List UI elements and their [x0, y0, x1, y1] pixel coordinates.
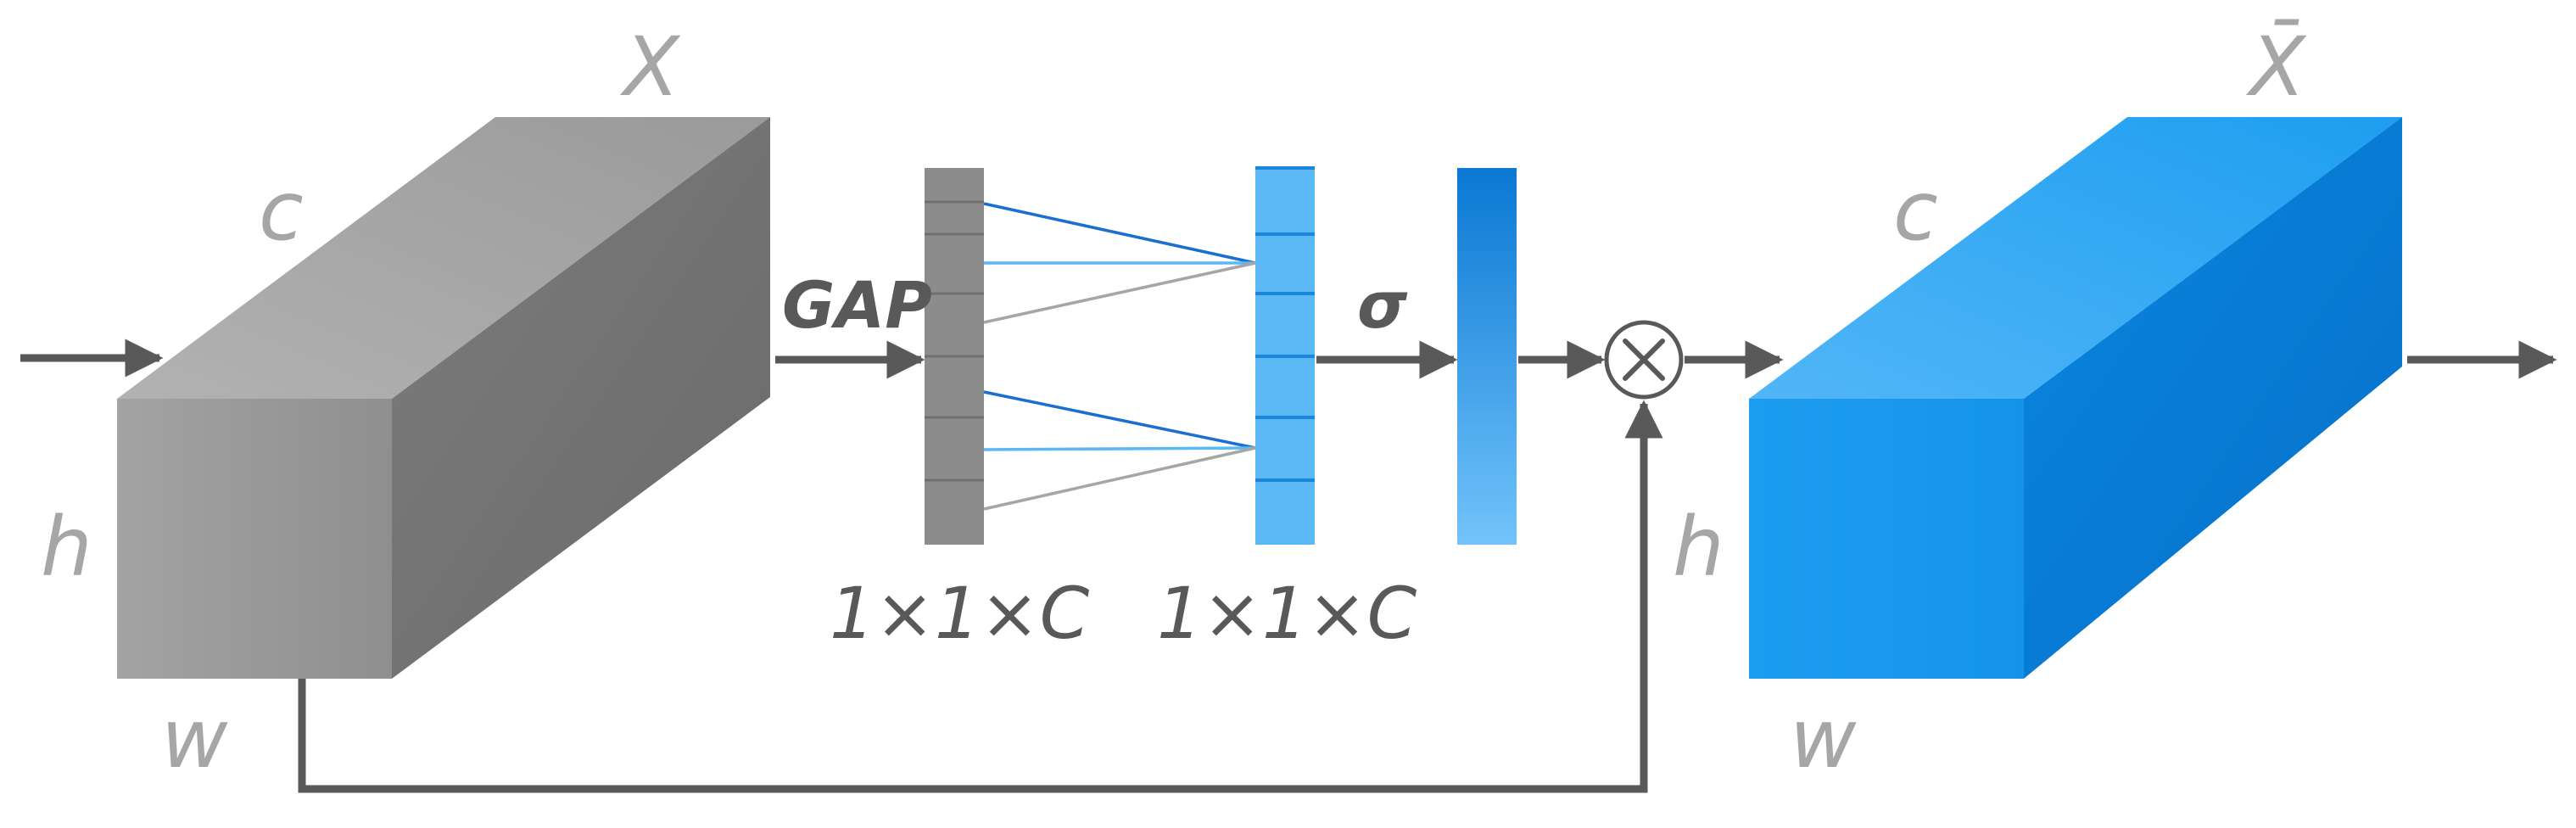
input-height-label: h	[41, 500, 92, 595]
pooled-size-label: 1×1×C	[830, 572, 1090, 655]
output-width-label: w	[1790, 691, 1857, 786]
input-block-top-face	[117, 117, 770, 399]
gap-label: GAP	[782, 267, 932, 343]
input-channel-label: c	[259, 164, 304, 259]
flow-arrows	[20, 338, 2557, 793]
excited-vector	[1255, 166, 1315, 545]
input-width-label: w	[161, 691, 228, 786]
output-feature-block	[1749, 117, 2402, 679]
output-block-side-face	[2024, 117, 2402, 679]
output-height-label: h	[1673, 500, 1724, 595]
output-block-label: X̄	[2245, 20, 2307, 115]
output-channel-label: c	[1893, 164, 1938, 259]
input-block-front-face	[117, 399, 392, 679]
input-block-side-face	[392, 117, 770, 679]
skip-connection-arrow	[298, 400, 1663, 793]
sigma-label: σ	[1357, 267, 1408, 343]
output-block-top-face	[1749, 117, 2402, 399]
excited-size-label: 1×1×C	[1157, 572, 1417, 655]
sigmoid-vector	[1457, 168, 1517, 545]
output-block-front-face	[1749, 399, 2024, 679]
input-feature-block	[117, 117, 770, 679]
multiply-operator	[1604, 320, 1684, 400]
fc-connections	[983, 202, 1256, 511]
pooled-vector	[925, 168, 984, 545]
input-block-label: X	[619, 20, 681, 115]
